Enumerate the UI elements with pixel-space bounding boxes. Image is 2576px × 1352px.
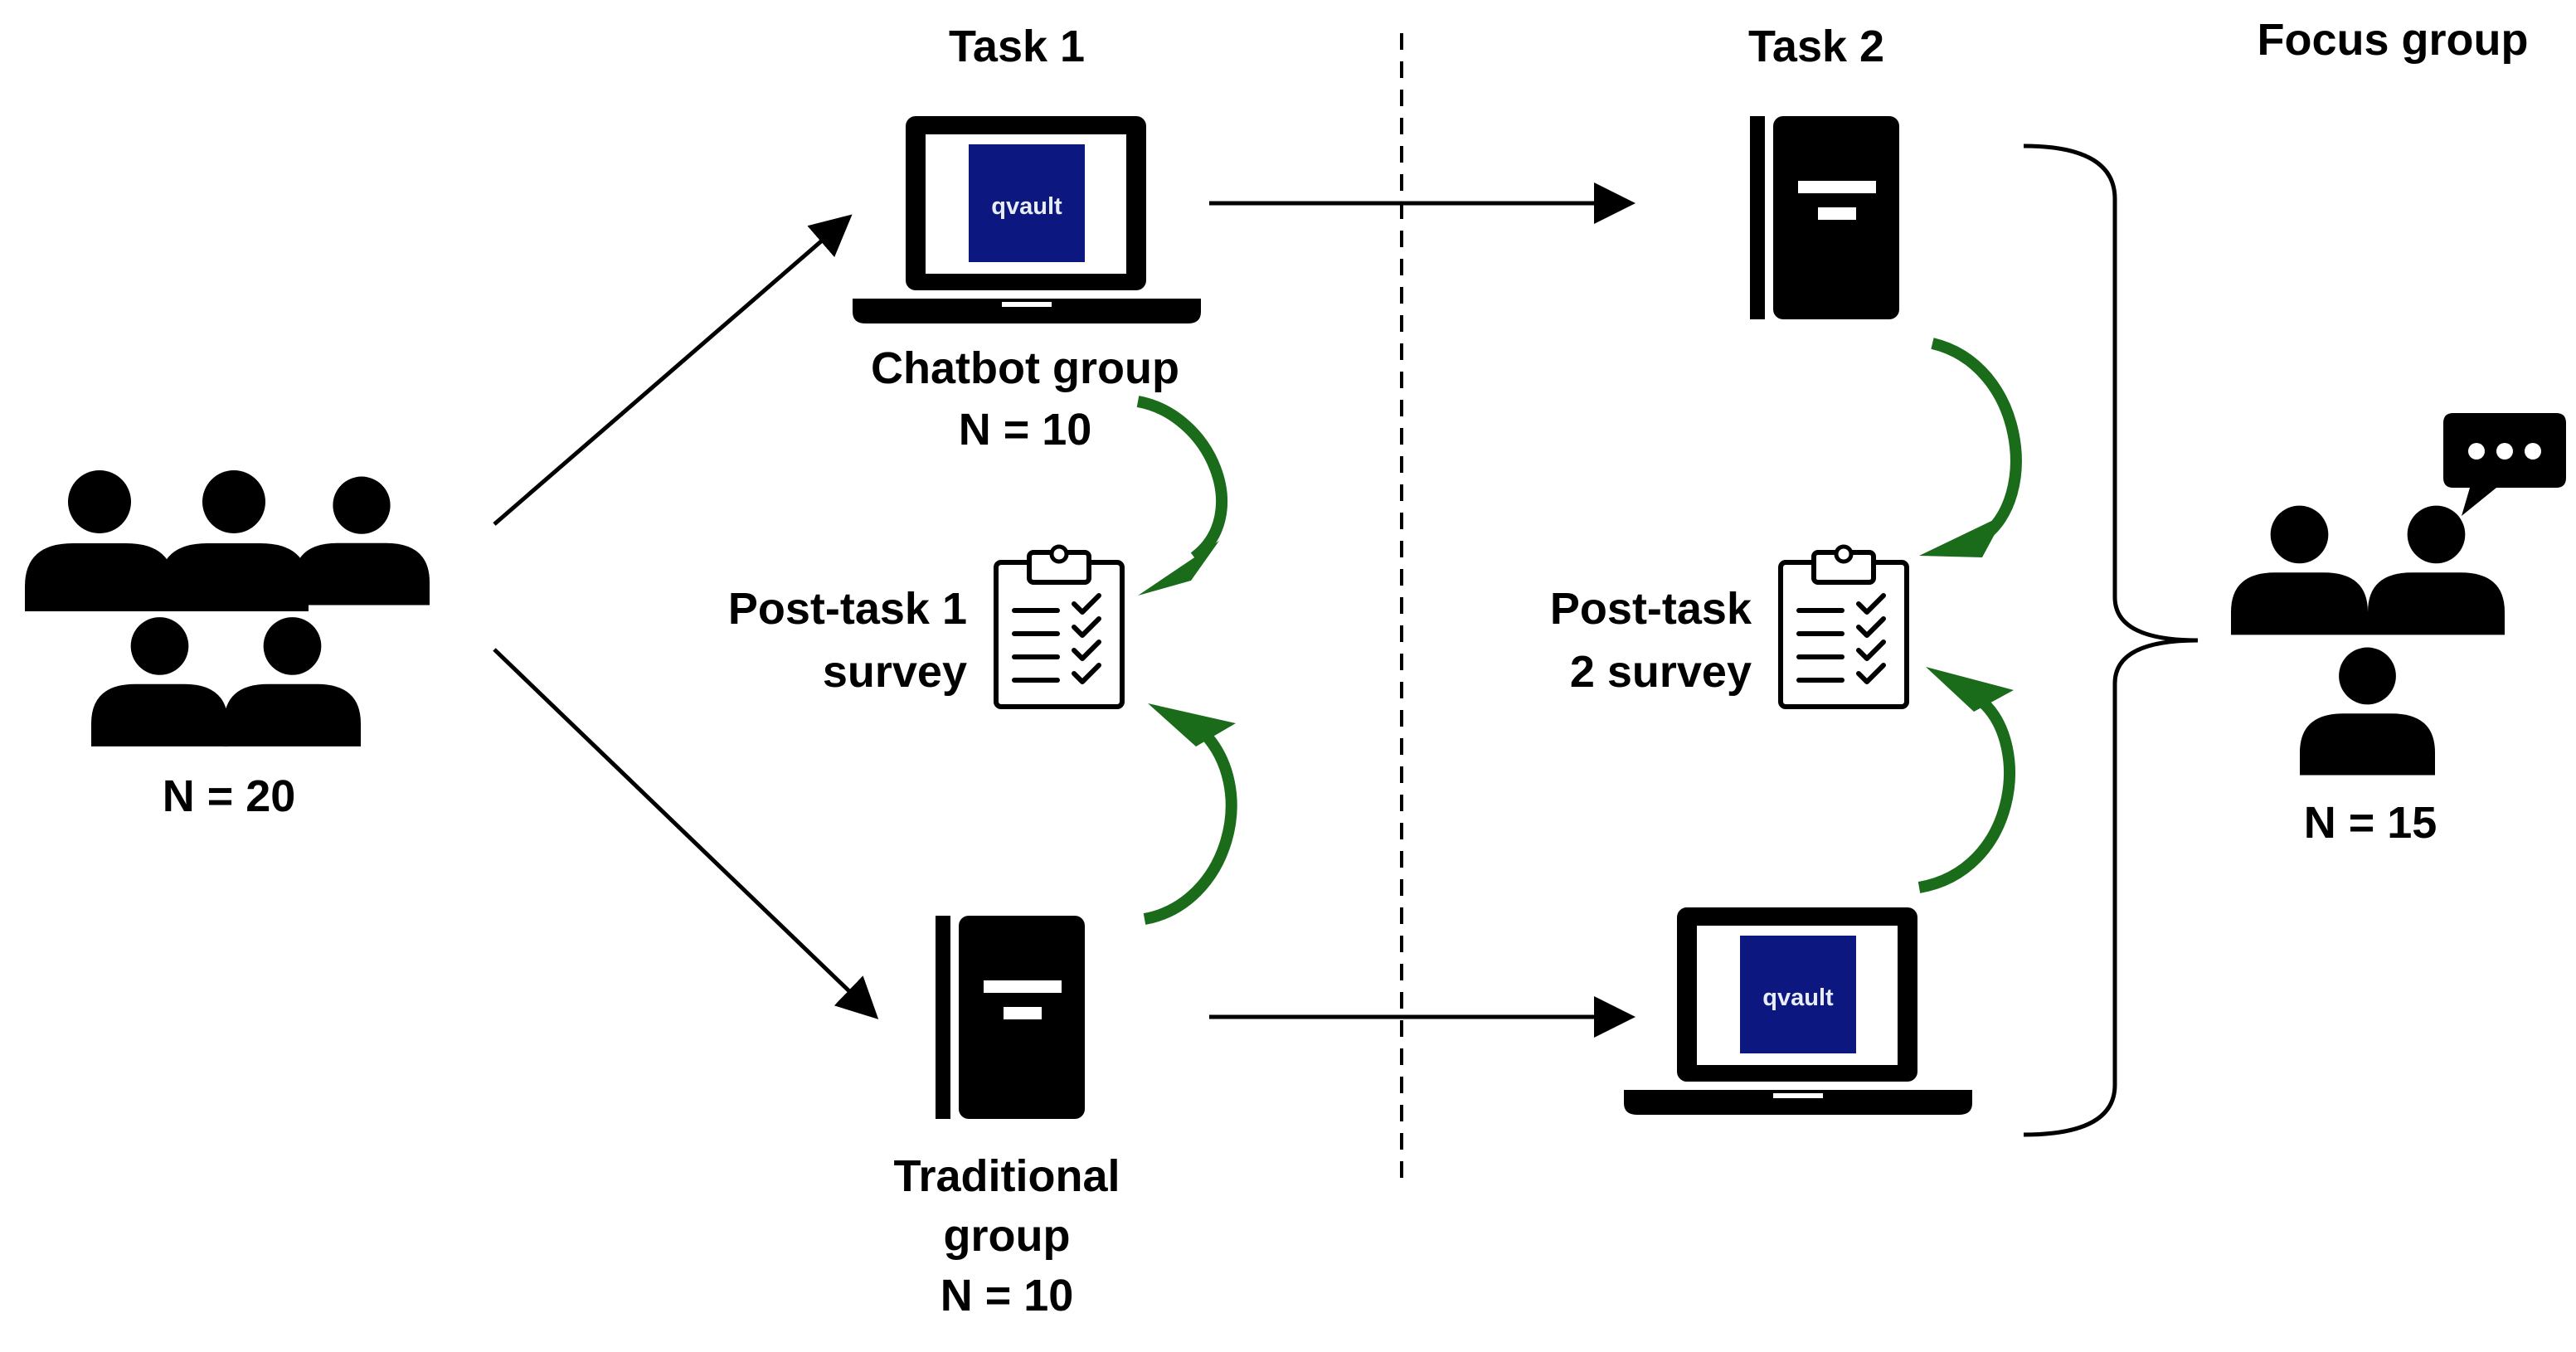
- traditional-to-survey1-arrow: [1143, 725, 1237, 925]
- arrow-to-traditional: [493, 648, 879, 1019]
- book-to-survey2-arrowhead: [1919, 514, 2005, 557]
- laptop-to-survey2-arrow: [1917, 697, 2015, 893]
- task2-header: Task 2: [1748, 22, 1884, 71]
- chatbot-group-n: N = 10: [959, 405, 1092, 455]
- task2-laptop-icon: qvault: [1624, 907, 1972, 1115]
- traditional-group-label-1: Traditional: [893, 1151, 1120, 1201]
- post-task1-survey-label-2: survey: [823, 647, 967, 697]
- focus-group-n: N = 15: [2304, 798, 2437, 848]
- book-to-survey2-arrow: [1931, 338, 2022, 542]
- participants-group-icon: [25, 470, 430, 747]
- traditional-book-icon: [936, 916, 1085, 1119]
- post-task2-survey-label-1: Post-task: [1550, 584, 1752, 634]
- chatbot-to-survey1-arrowhead: [1138, 541, 1219, 596]
- group-brace: [2023, 143, 2199, 1137]
- qvault-logo-2: qvault: [1762, 985, 1834, 1011]
- chatbot-to-survey1-arrow: [1136, 396, 1228, 562]
- traditional-to-survey1-arrowhead: [1148, 703, 1236, 747]
- task2-book-icon: [1750, 116, 1899, 319]
- total-participants-label: N = 20: [163, 771, 296, 821]
- traditional-group-n: N = 10: [940, 1271, 1074, 1320]
- focus-group-header: Focus group: [2258, 15, 2529, 65]
- laptop-to-survey2-arrowhead: [1926, 667, 2014, 712]
- post-task1-survey-label-1: Post-task 1: [728, 584, 967, 634]
- chat-bubble-icon: [2443, 413, 2566, 516]
- qvault-logo: qvault: [991, 193, 1062, 220]
- traditional-group-label-2: group: [944, 1211, 1071, 1261]
- post-task2-survey-label-2: 2 survey: [1570, 647, 1752, 697]
- task1-header: Task 1: [949, 22, 1085, 71]
- chatbot-group-label: Chatbot group: [871, 343, 1179, 393]
- focus-group-people-icon: [2231, 505, 2505, 776]
- arrow-to-chatbot: [493, 214, 853, 526]
- post-task1-clipboard-icon: [996, 547, 1122, 707]
- chatbot-laptop-icon: qvault: [853, 116, 1201, 323]
- post-task2-clipboard-icon: [1781, 547, 1907, 707]
